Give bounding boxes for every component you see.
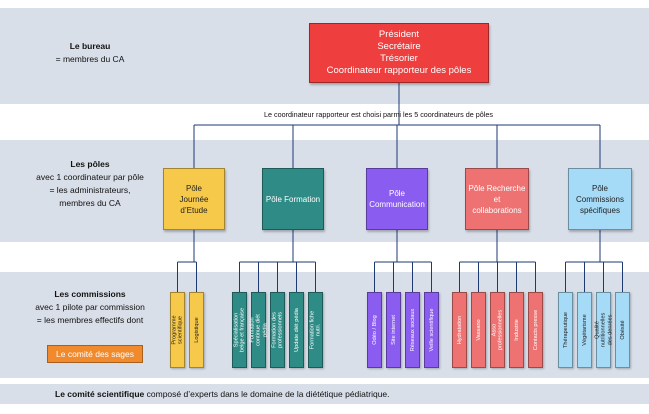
commission-label: Formation des professionnels [271,311,284,349]
band-poles [0,140,649,242]
sages-box: Le comité des sages [47,345,143,363]
poles-line: avec 1 coordinateur par pôle [36,172,144,182]
commission-box: Végétarisme [577,292,592,368]
pole-label: Pôle Communication [369,189,425,209]
commissions-label: Les commissions avec 1 pilote par commis… [15,288,165,327]
commission-box: Asso professionnelles [490,292,505,368]
commission-box: Formation des professionnels [270,292,285,368]
bureau-title: Le bureau [69,41,111,51]
bureau-line: = membres du CA [55,54,125,64]
pole-box: Pôle Communication [366,168,428,230]
commission-box: Vassano [471,292,486,368]
pole-box: Pôle Commissions spécifiques [568,168,632,230]
poles-line: membres du CA [59,198,121,208]
commission-label: Programme scientifique [171,315,184,345]
commission-label: Thérapeutique [562,311,569,349]
scientific-committee: Le comité scientifique composé d’experts… [0,384,649,404]
commission-label: Odéo / Blog [371,315,378,345]
commission-label: Logistique [193,317,200,343]
commission-box: Odéo / Blog [367,292,382,368]
commission-label: Réseaux sociaux [409,308,416,352]
pole-label: Pôle Commissions spécifiques [575,183,624,215]
commission-box: Hydratation [452,292,467,368]
scientific-title: Le comité scientifique [55,389,145,399]
board-line-coordinator: Coordinateur rapporteur des pôles [326,65,472,76]
scientific-desc: composé d’experts dans le domaine de la … [144,389,390,399]
commission-box: Réseaux sociaux [405,292,420,368]
commission-label: Formation fiche nutri. [309,310,322,350]
commission-label: Update diét pédia [293,308,300,352]
commission-label: Vassano [475,319,482,341]
commission-box: Logistique [189,292,204,368]
commission-box: Formation fiche nutri. [308,292,323,368]
board-line-treasurer: Trésorier [380,53,418,64]
board-box: Président Secrétaire Trésorier Coordinat… [309,23,489,83]
commission-label: Hydratation [456,315,463,345]
commission-label: Veille scientifique [428,308,435,352]
commission-box: Site internet [386,292,401,368]
commissions-line: avec 1 pilote par commission [35,302,145,312]
commissions-line: = les membres effectifs dont [36,315,144,325]
commission-label: Contacts presse [532,309,539,351]
coordinator-note: Le coordinateur rapporteur est choisi pa… [264,110,493,119]
commission-label: Formation continue diét pédia [248,314,268,346]
commission-box: Spécialisation belge et française [232,292,247,368]
pole-label: Pôle Formation [265,194,321,204]
commissions-title: Les commissions [54,289,126,299]
board-line-secretary: Secrétaire [377,41,421,52]
commission-label: Qualité nutritionnelles des denrées [593,312,613,348]
commission-box: Update diét pédia [289,292,304,368]
commission-label: Industrie [513,319,520,341]
pole-box: Pôle Recherche et collaborations [465,168,529,230]
pole-label: Pôle Journée d’Etude [179,183,209,215]
commission-box: Programme scientifique [170,292,185,368]
pole-box: Pôle Journée d’Etude [163,168,225,230]
bureau-label: Le bureau = membres du CA [30,40,150,66]
commission-box: Obésité [615,292,630,368]
commission-box: Qualité nutritionnelles des denrées [593,292,613,368]
poles-title: Les pôles [70,159,110,169]
commission-label: Végétarisme [581,314,588,346]
commission-label: Site internet [390,315,397,345]
commission-label: Spécialisation belge et française [233,307,246,353]
commission-box: Industrie [509,292,524,368]
poles-line: = les administrateurs, [49,185,131,195]
commission-box: Thérapeutique [558,292,573,368]
commission-label: Obésité [619,320,626,340]
pole-label: Pôle Recherche et collaborations [468,183,526,215]
pole-box: Pôle Formation [262,168,324,230]
commission-box: Contacts presse [528,292,543,368]
band-scientific [0,384,649,404]
commission-box: Formation continue diét pédia [248,292,268,368]
poles-label: Les pôles avec 1 coordinateur par pôle =… [20,158,160,210]
commission-box: Veille scientifique [424,292,439,368]
board-line-president: Président [378,29,420,40]
commission-label: Asso professionnelles [491,309,504,351]
